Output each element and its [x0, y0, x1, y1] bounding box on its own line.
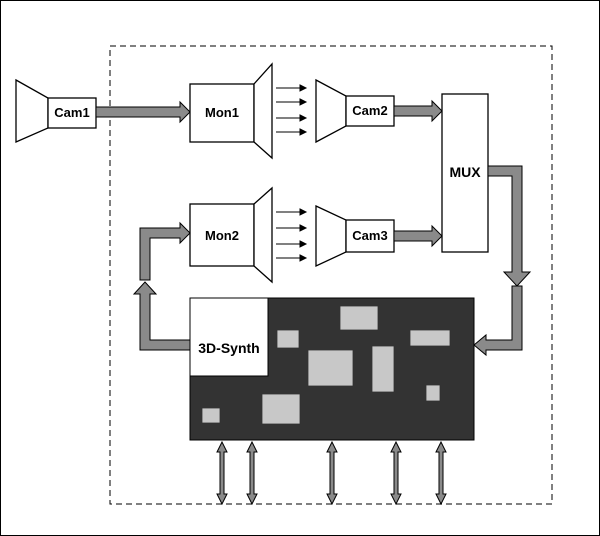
- io-arrow: [390, 440, 402, 506]
- arrow-mux-down: [487, 165, 532, 287]
- cam1-label: Cam1: [54, 105, 89, 120]
- cam1-lens-icon: [15, 78, 49, 143]
- mon2-rays: [276, 208, 308, 262]
- chip: [425, 384, 441, 402]
- io-arrows: [216, 440, 447, 506]
- cam3-lens-icon: [315, 204, 347, 268]
- mon2-screen-icon: [253, 186, 273, 284]
- mon1-screen-icon: [253, 62, 273, 160]
- arrow-to-mon2: [139, 221, 191, 281]
- io-arrow: [435, 440, 447, 506]
- synth-board: 3D-Synth: [189, 297, 475, 441]
- chip: [307, 349, 354, 387]
- cam1-block: Cam1: [15, 78, 97, 143]
- chip: [371, 345, 395, 393]
- mon2-block: Mon2: [189, 186, 273, 284]
- io-arrow: [246, 440, 258, 506]
- chip: [276, 329, 300, 349]
- arrow-into-board: [473, 285, 523, 357]
- mon1-block: Mon1: [189, 62, 273, 160]
- mux-label: MUX: [449, 164, 481, 180]
- io-arrow: [216, 440, 228, 506]
- cam2-label: Cam2: [352, 103, 387, 118]
- arrow-cam3-to-mux: [393, 224, 443, 248]
- mon1-rays: [276, 84, 308, 136]
- arrow-board-up: [132, 281, 191, 351]
- chip: [201, 407, 221, 424]
- mon2-label: Mon2: [205, 228, 239, 243]
- synth-label: 3D-Synth: [198, 340, 259, 356]
- mon1-label: Mon1: [205, 105, 239, 120]
- arrow-cam2-to-mux: [393, 99, 443, 123]
- io-arrow: [326, 440, 338, 506]
- mux-block: MUX: [441, 93, 489, 253]
- dashed-enclosure: [109, 45, 553, 505]
- cam3-label: Cam3: [352, 228, 387, 243]
- chip: [339, 305, 379, 331]
- cam2-block: Cam2: [315, 78, 395, 144]
- cam3-block: Cam3: [315, 204, 395, 268]
- cam2-lens-icon: [315, 78, 347, 144]
- arrow-cam1-to-mon1: [95, 100, 191, 124]
- chip: [261, 393, 301, 425]
- chip: [409, 329, 451, 347]
